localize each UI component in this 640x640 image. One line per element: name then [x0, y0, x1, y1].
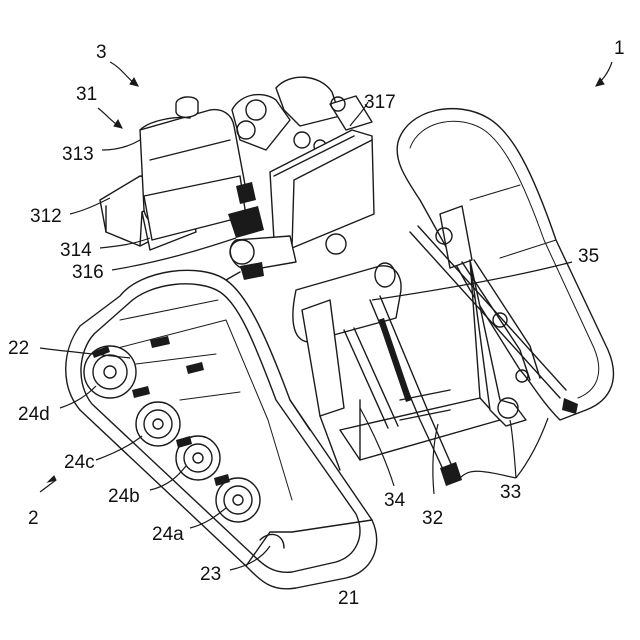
- ref-314: 314: [60, 240, 92, 261]
- arrowhead-3: [130, 78, 138, 86]
- ref-23: 23: [200, 564, 221, 585]
- ref-32: 32: [422, 508, 443, 529]
- ref-35: 35: [578, 246, 599, 267]
- ref-24a: 24a: [152, 524, 184, 545]
- engine: [140, 77, 374, 280]
- leader-33b: [460, 471, 516, 478]
- ref-33: 33: [500, 482, 521, 503]
- roller-24a: [216, 478, 260, 522]
- ref-21: 21: [338, 588, 359, 609]
- ref-312: 312: [30, 206, 62, 227]
- ref-24b: 24b: [108, 486, 140, 507]
- ref-24c: 24c: [64, 452, 95, 473]
- ref-22: 22: [8, 338, 29, 359]
- arrowhead-31: [114, 120, 122, 128]
- ref-2: 2: [28, 508, 39, 529]
- ref-313: 313: [62, 144, 94, 165]
- ref-34: 34: [384, 490, 406, 511]
- roller-24c: [136, 402, 180, 446]
- ref-31: 31: [76, 84, 97, 105]
- leader-33c: [516, 418, 548, 478]
- ref-1: 1: [614, 38, 625, 59]
- ref-317: 317: [364, 92, 396, 113]
- ref-24d: 24d: [18, 404, 50, 425]
- leader-33a: [510, 420, 516, 478]
- leader-313: [102, 140, 140, 150]
- ref-316: 316: [72, 262, 104, 283]
- ref-3: 3: [96, 42, 107, 63]
